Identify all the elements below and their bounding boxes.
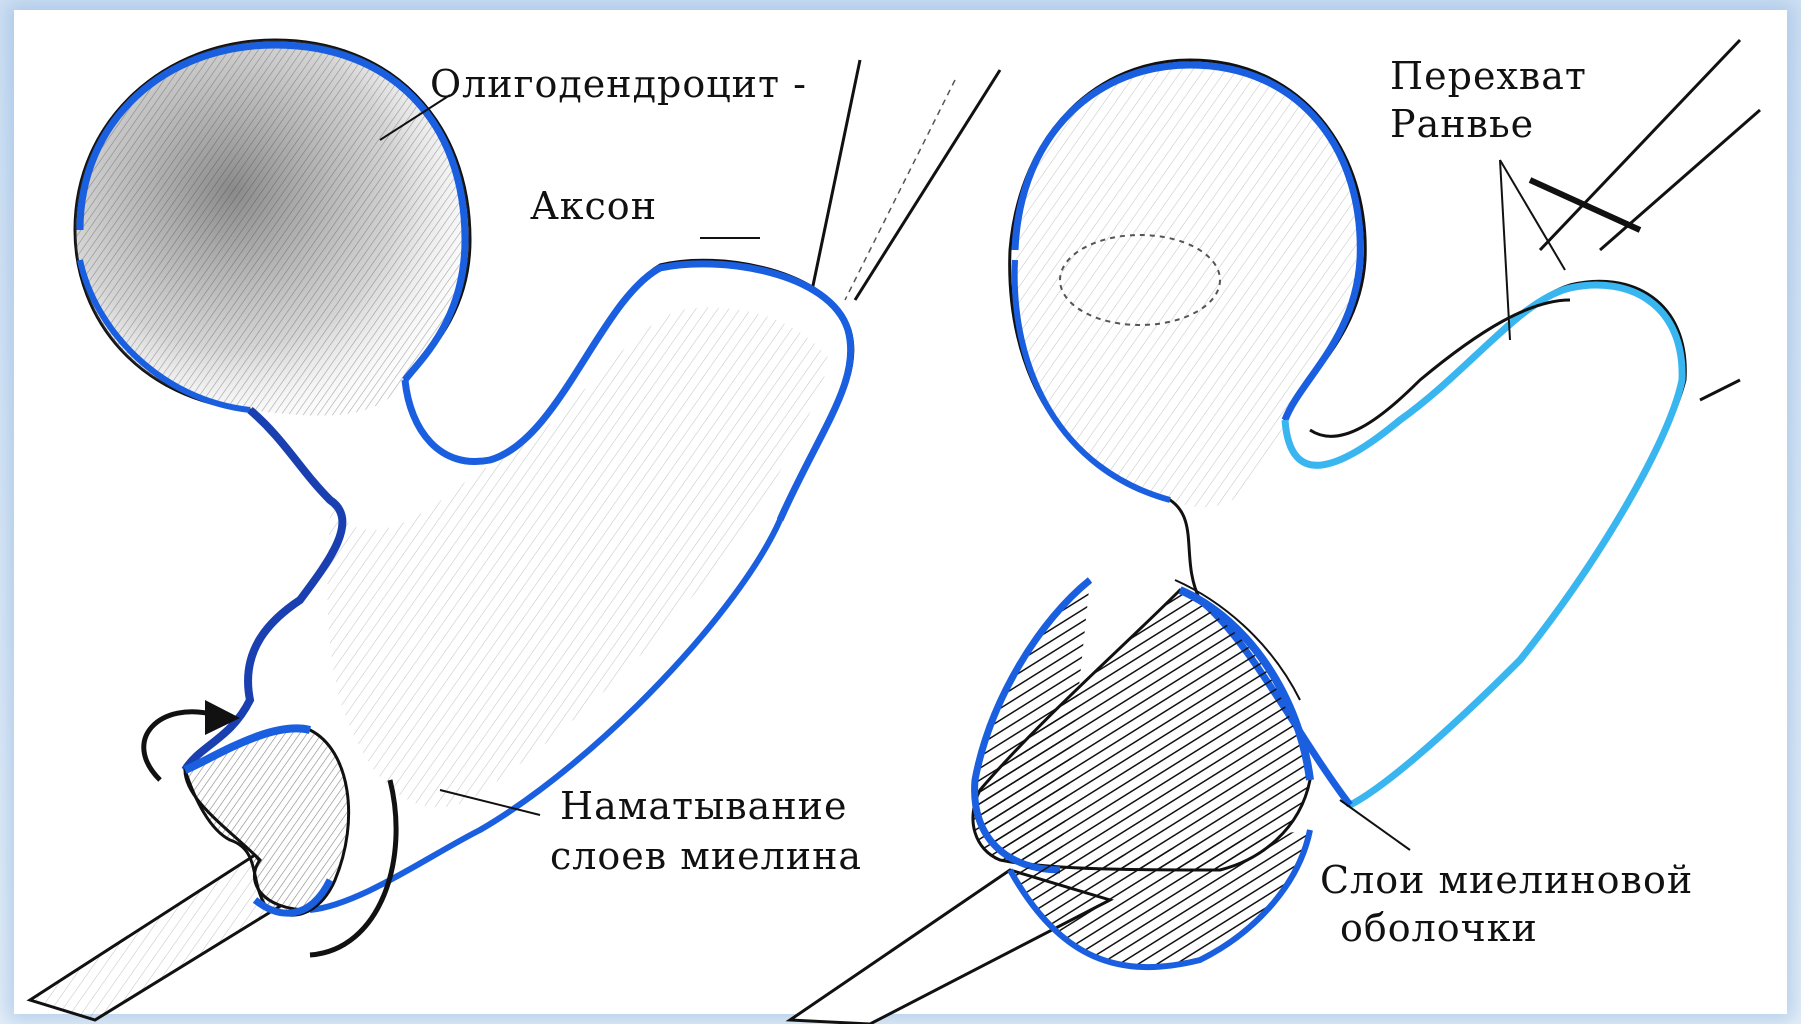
label-oligodendrocyte: Олигодендроцит - [430, 64, 807, 104]
label-wrapping-line2: слоев миелина [550, 836, 862, 876]
label-axon: Аксон [530, 186, 657, 226]
label-ranvier-line1: Перехват [1390, 56, 1587, 96]
label-layers-line1: Слои миелиновой [1320, 860, 1693, 900]
label-layers-line2: оболочки [1340, 908, 1538, 948]
label-wrapping-line1: Наматывание [560, 786, 847, 826]
label-ranvier-line2: Ранвье [1390, 104, 1534, 144]
